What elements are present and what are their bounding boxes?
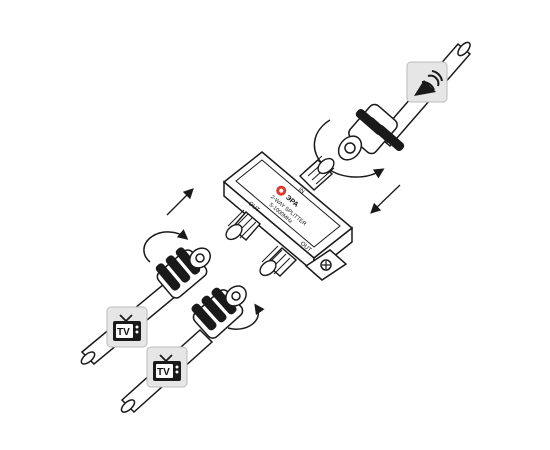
svg-text:TV: TV	[157, 367, 170, 378]
rotate-arrow-out2	[227, 303, 265, 330]
brand-logo	[276, 185, 287, 196]
port-in-connector	[298, 155, 335, 191]
splitter-body	[222, 151, 354, 281]
input-connector	[337, 103, 405, 161]
rotate-arrow-out1	[143, 229, 189, 263]
flow-arrow-in	[370, 184, 401, 214]
output-connector-1	[155, 247, 211, 299]
port-out2-connector	[259, 245, 298, 277]
port-out1-connector	[225, 209, 261, 241]
svg-text:TV: TV	[117, 327, 130, 338]
satellite-dish-icon	[406, 61, 448, 103]
output-connector-2	[191, 285, 247, 339]
port-in-label: IN	[297, 187, 305, 195]
tv-icon: TV	[106, 306, 148, 348]
flow-arrow-out	[166, 188, 194, 216]
tv-icon: TV	[146, 346, 188, 388]
